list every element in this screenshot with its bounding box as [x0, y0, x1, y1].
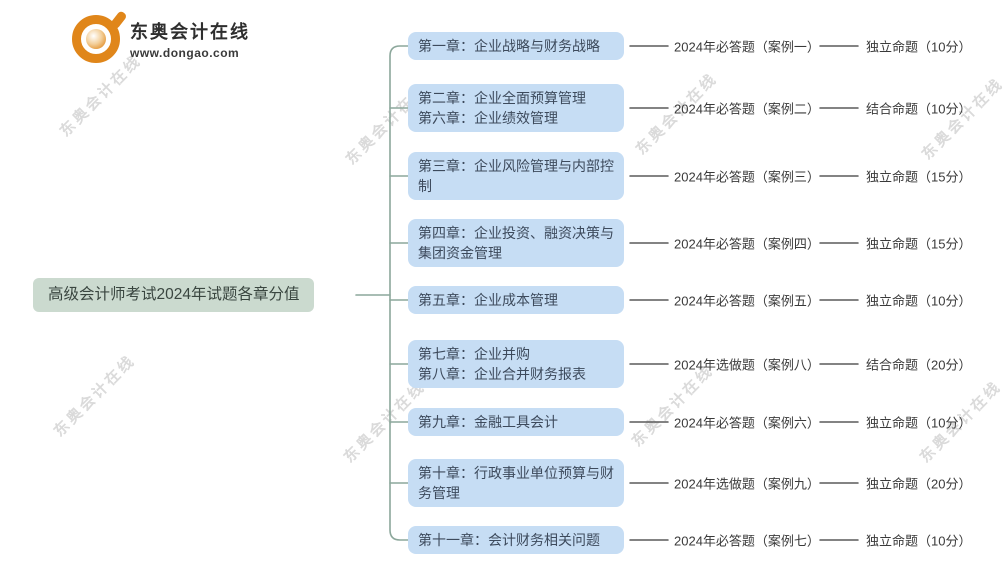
brand-logo: 东奥会计在线 www.dongao.com	[72, 10, 250, 63]
score-label: 独立命题（15分）	[866, 236, 972, 252]
branch-row: 第五章：企业成本管理 2024年必答题（案例五） 独立命题（10分）	[408, 286, 1003, 314]
brand-name: 东奥会计在线	[130, 22, 250, 42]
chapter-node: 第五章：企业成本管理	[408, 286, 624, 314]
score-label: 结合命题（10分）	[866, 101, 972, 117]
branch-row: 第三章：企业风险管理与内部控制 2024年必答题（案例三） 独立命题（15分）	[408, 152, 1003, 200]
chapter-node: 第四章：企业投资、融资决策与集团资金管理	[408, 219, 624, 267]
chapter-text: 第四章：企业投资、融资决策与集团资金管理	[418, 225, 614, 261]
chapter-node: 第二章：企业全面预算管理第六章：企业绩效管理	[408, 84, 624, 132]
chapter-node: 第十章：行政事业单位预算与财务管理	[408, 459, 624, 507]
score-label: 独立命题（15分）	[866, 169, 972, 185]
exam-label: 2024年必答题（案例四）	[674, 236, 820, 252]
chapter-text: 第五章：企业成本管理	[418, 292, 558, 308]
chapter-text: 第九章：金融工具会计	[418, 414, 558, 430]
exam-label: 2024年必答题（案例六）	[674, 415, 820, 431]
brand-url: www.dongao.com	[130, 46, 240, 60]
dongao-logo-icon	[72, 10, 128, 63]
branch-row: 第四章：企业投资、融资决策与集团资金管理 2024年必答题（案例四） 独立命题（…	[408, 219, 1003, 267]
chapter-text: 第十章：行政事业单位预算与财务管理	[418, 465, 614, 501]
exam-label: 2024年必答题（案例五）	[674, 293, 820, 309]
exam-label: 2024年必答题（案例七）	[674, 533, 820, 549]
branch-row: 第十章：行政事业单位预算与财务管理 2024年选做题（案例九） 独立命题（20分…	[408, 459, 1003, 507]
chapter-text: 第八章：企业合并财务报表	[418, 366, 586, 382]
exam-label: 2024年必答题（案例二）	[674, 101, 820, 117]
logo-ring-shape	[72, 15, 120, 63]
chapter-node: 第九章：金融工具会计	[408, 408, 624, 436]
exam-label: 2024年必答题（案例三）	[674, 169, 820, 185]
branch-row: 第十一章：会计财务相关问题 2024年必答题（案例七） 独立命题（10分）	[408, 526, 1003, 554]
score-label: 独立命题（20分）	[866, 476, 972, 492]
branch-row: 第七章：企业并购第八章：企业合并财务报表 2024年选做题（案例八） 结合命题（…	[408, 340, 1003, 388]
logo-ball-shape	[86, 29, 106, 49]
brand-text-block: 东奥会计在线 www.dongao.com	[130, 18, 250, 60]
score-label: 独立命题（10分）	[866, 415, 972, 431]
chapter-text: 第三章：企业风险管理与内部控制	[418, 158, 614, 194]
score-label: 结合命题（20分）	[866, 357, 972, 373]
chapter-text: 第七章：企业并购	[418, 346, 530, 362]
exam-label: 2024年选做题（案例九）	[674, 476, 820, 492]
chapter-text: 第一章：企业战略与财务战略	[418, 38, 600, 54]
root-node: 高级会计师考试2024年试题各章分值	[33, 278, 315, 312]
exam-label: 2024年选做题（案例八）	[674, 357, 820, 373]
score-label: 独立命题（10分）	[866, 533, 972, 549]
chapter-node: 第七章：企业并购第八章：企业合并财务报表	[408, 340, 624, 388]
exam-label: 2024年必答题（案例一）	[674, 39, 820, 55]
chapter-text: 第十一章：会计财务相关问题	[418, 532, 600, 548]
score-label: 独立命题（10分）	[866, 293, 972, 309]
chapter-text: 第二章：企业全面预算管理	[418, 90, 586, 106]
branch-row: 第九章：金融工具会计 2024年必答题（案例六） 独立命题（10分）	[408, 408, 1003, 436]
branch-row: 第二章：企业全面预算管理第六章：企业绩效管理 2024年必答题（案例二） 结合命…	[408, 84, 1003, 132]
branch-row: 第一章：企业战略与财务战略 2024年必答题（案例一） 独立命题（10分）	[408, 32, 1003, 60]
chapter-text: 第六章：企业绩效管理	[418, 110, 558, 126]
chapter-node: 第一章：企业战略与财务战略	[408, 32, 624, 60]
chapter-node: 第十一章：会计财务相关问题	[408, 526, 624, 554]
score-label: 独立命题（10分）	[866, 39, 972, 55]
chapter-node: 第三章：企业风险管理与内部控制	[408, 152, 624, 200]
